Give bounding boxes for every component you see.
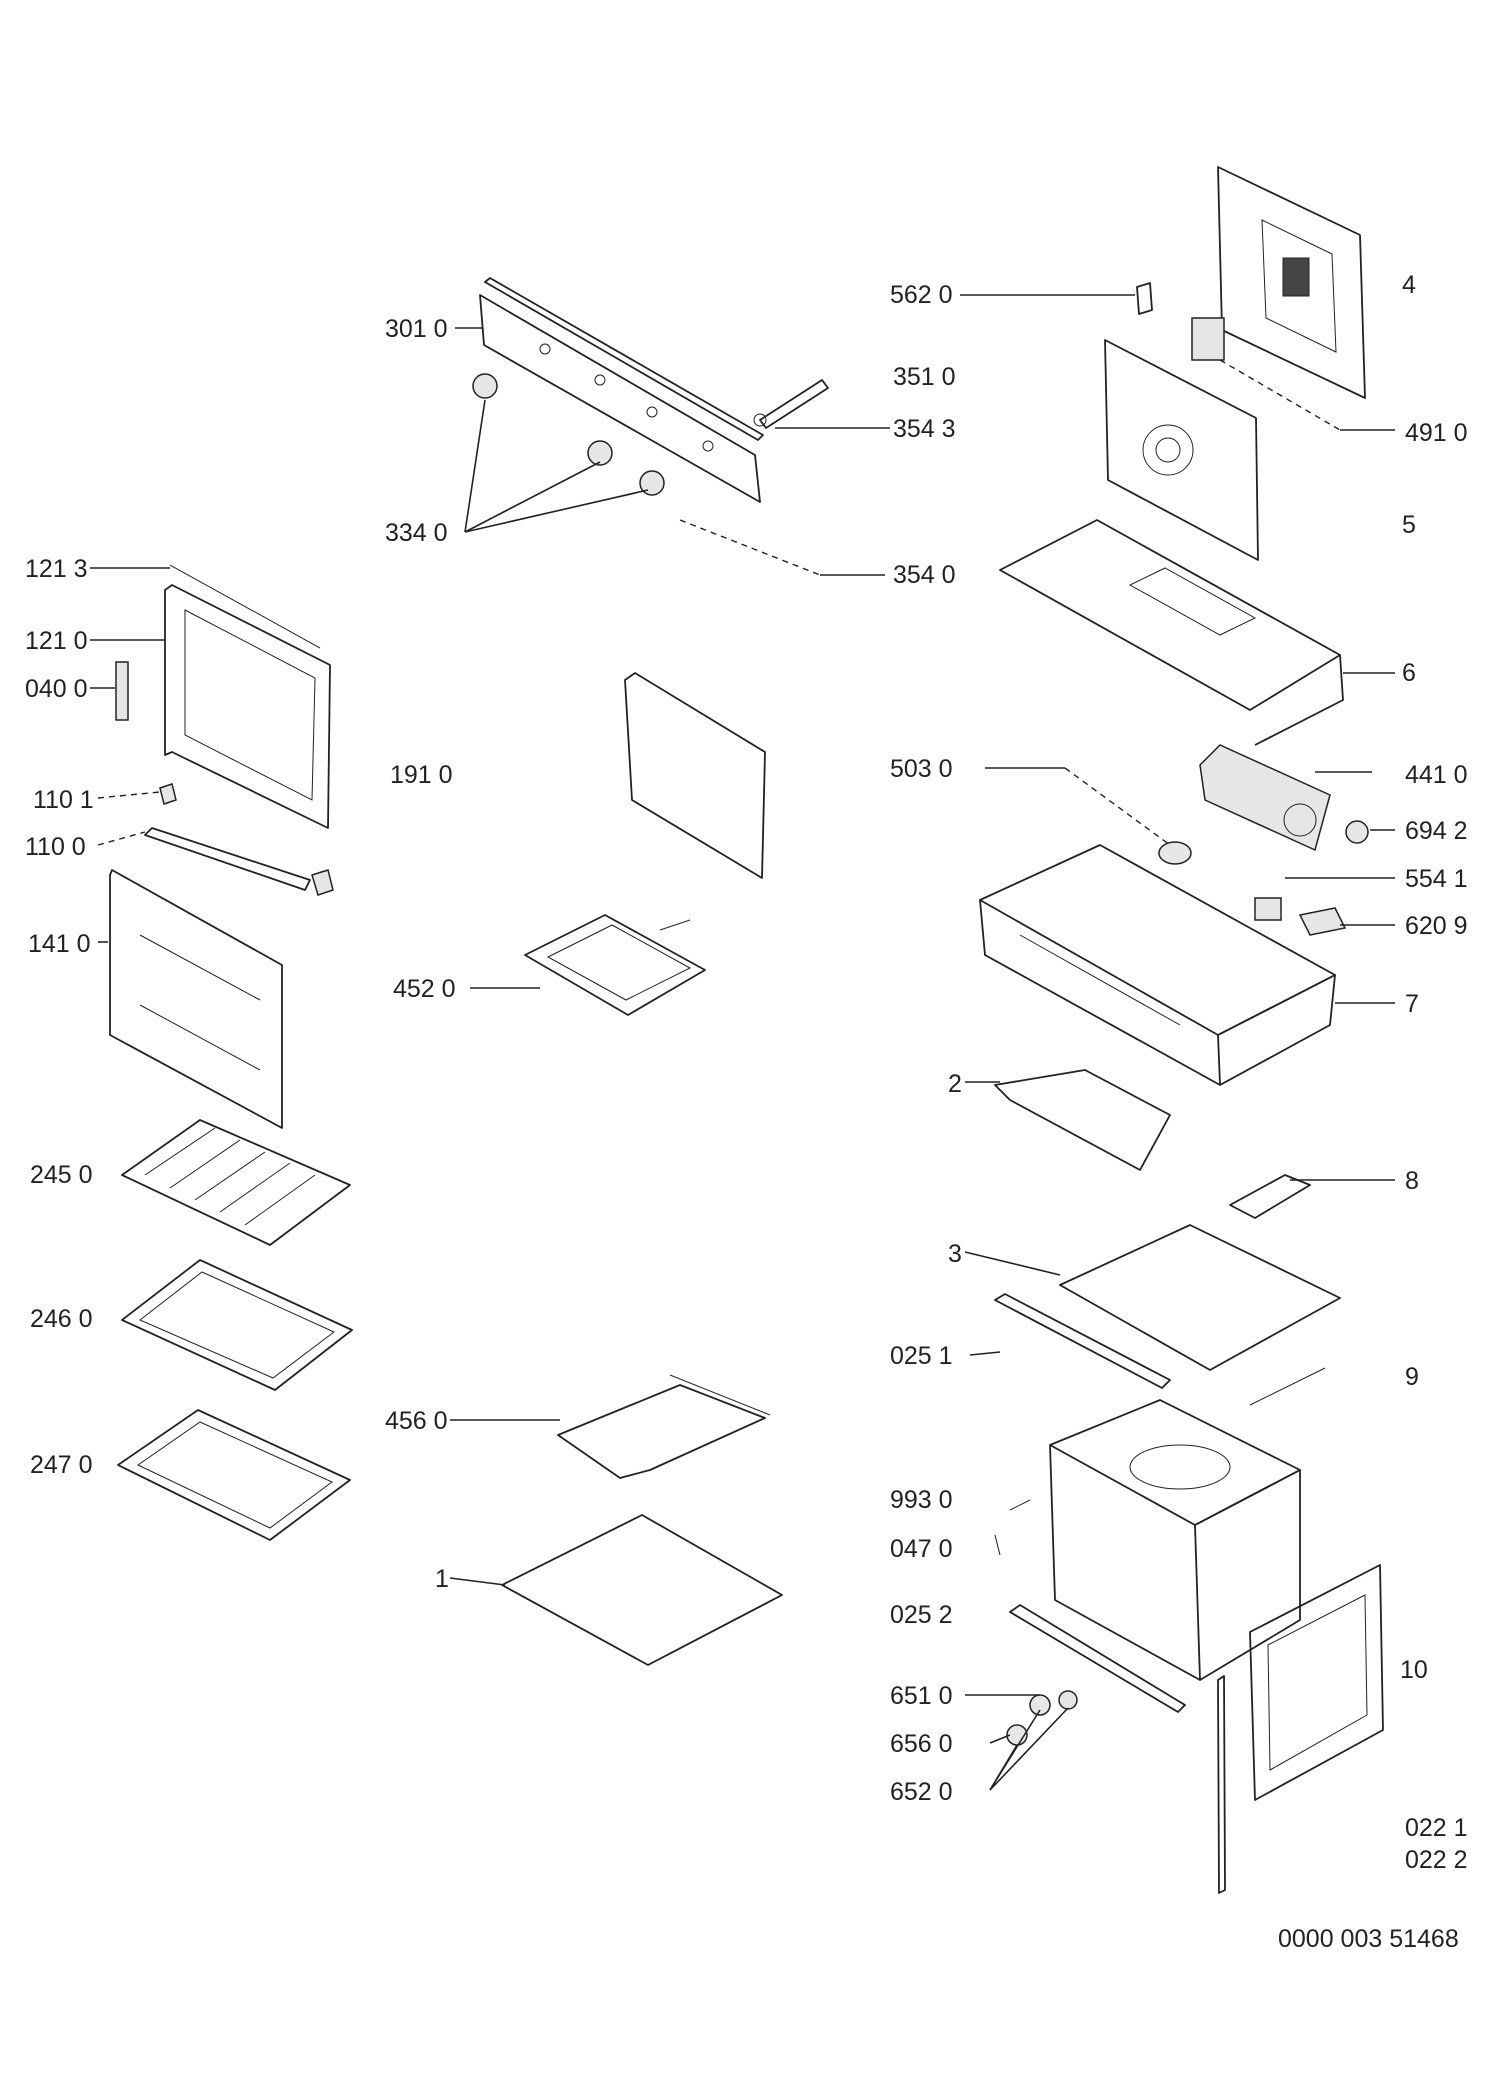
- label-025-2: 025 2: [890, 1601, 953, 1629]
- label-1: 1: [435, 1565, 449, 1593]
- label-047-0: 047 0: [890, 1535, 953, 1563]
- document-number: 0000 003 51468: [1278, 1925, 1459, 1953]
- label-993-0: 993 0: [890, 1486, 953, 1514]
- label-441-0: 441 0: [1405, 761, 1468, 789]
- baking-tray-part: [121, 1259, 353, 1391]
- back-panel-part: [1217, 166, 1366, 399]
- lower-element-part: [557, 1374, 771, 1479]
- drip-pan-part: [117, 1409, 351, 1541]
- glass-panel-part: [624, 672, 766, 879]
- label-4: 4: [1402, 271, 1416, 299]
- label-247-0: 247 0: [30, 1451, 93, 1479]
- knob-parts: [472, 373, 665, 496]
- hinge-rod-part: [144, 827, 334, 896]
- label-6: 6: [1402, 659, 1416, 687]
- lamp-part: [1345, 820, 1369, 844]
- label-2: 2: [948, 1070, 962, 1098]
- label-491-0: 491 0: [1405, 419, 1468, 447]
- label-141-0: 141 0: [28, 930, 91, 958]
- screw-part: [1009, 1499, 1031, 1511]
- label-554-1: 554 1: [1405, 865, 1468, 893]
- label-301-0: 301 0: [385, 315, 448, 343]
- insulation-sheet-part: [1059, 1224, 1341, 1371]
- door-glass-part: [109, 869, 283, 1129]
- switch-part: [1254, 897, 1282, 921]
- label-8: 8: [1405, 1167, 1419, 1195]
- label-651-0: 651 0: [890, 1682, 953, 1710]
- clip-047-part: [994, 1534, 1001, 1556]
- shaft-part: [753, 379, 829, 429]
- motor-part: [1191, 317, 1225, 361]
- oven-cavity-part: [1049, 1399, 1301, 1681]
- label-9: 9: [1405, 1363, 1419, 1391]
- label-562-0: 562 0: [890, 281, 953, 309]
- hinge-part: [159, 783, 177, 805]
- fan-motor-part: [1158, 841, 1192, 865]
- terminal-parts: [1006, 1690, 1078, 1746]
- terminal-block-part: [1298, 907, 1347, 936]
- label-3: 3: [948, 1240, 962, 1268]
- base-plate-part: [501, 1514, 783, 1666]
- label-503-0: 503 0: [890, 755, 953, 783]
- rail-part: [994, 1293, 1171, 1389]
- label-334-0: 334 0: [385, 519, 448, 547]
- door-handle-part: [115, 661, 129, 721]
- label-354-3: 354 3: [893, 415, 956, 443]
- door-frame-part: [164, 564, 331, 829]
- label-022-1: 022 1: [1405, 1814, 1468, 1842]
- grill-element-part: [524, 914, 706, 1016]
- lower-rail-part: [1009, 1604, 1186, 1713]
- label-121-0: 121 0: [25, 627, 88, 655]
- tangential-fan-part: [1199, 744, 1331, 852]
- control-housing-part: [979, 844, 1336, 1086]
- side-panel-part: [1249, 1564, 1384, 1801]
- clip-part: [1136, 282, 1153, 315]
- label-245-0: 245 0: [30, 1161, 93, 1189]
- label-022-2: 022 2: [1405, 1846, 1468, 1874]
- label-351-0: 351 0: [893, 363, 956, 391]
- rod-part: [1249, 1367, 1326, 1406]
- label-452-0: 452 0: [393, 975, 456, 1003]
- label-652-0: 652 0: [890, 1778, 953, 1806]
- label-121-3: 121 3: [25, 555, 88, 583]
- fan-cover-part: [1104, 339, 1259, 561]
- wire-rack-part: [121, 1119, 351, 1246]
- label-694-2: 694 2: [1405, 817, 1468, 845]
- bracket-part: [994, 1069, 1171, 1171]
- part-labels: 301 0 334 0 351 0 354 3 354 0 562 0 4 49…: [25, 271, 1468, 1953]
- label-656-0: 656 0: [890, 1730, 953, 1758]
- trim-strip-part: [1229, 1174, 1311, 1219]
- label-7: 7: [1405, 990, 1419, 1018]
- side-rail-part: [1217, 1675, 1226, 1894]
- label-025-1: 025 1: [890, 1342, 953, 1370]
- label-354-0: 354 0: [893, 561, 956, 589]
- label-10: 10: [1400, 1656, 1428, 1684]
- label-191-0: 191 0: [390, 761, 453, 789]
- top-cover-part: [999, 519, 1344, 746]
- label-620-9: 620 9: [1405, 912, 1468, 940]
- leader-lines: [90, 294, 1395, 1791]
- control-panel-part: [479, 277, 764, 503]
- label-5: 5: [1402, 511, 1416, 539]
- label-110-1: 110 1: [33, 786, 94, 814]
- label-110-0: 110 0: [25, 833, 86, 861]
- label-246-0: 246 0: [30, 1305, 93, 1333]
- label-040-0: 040 0: [25, 675, 88, 703]
- label-456-0: 456 0: [385, 1407, 448, 1435]
